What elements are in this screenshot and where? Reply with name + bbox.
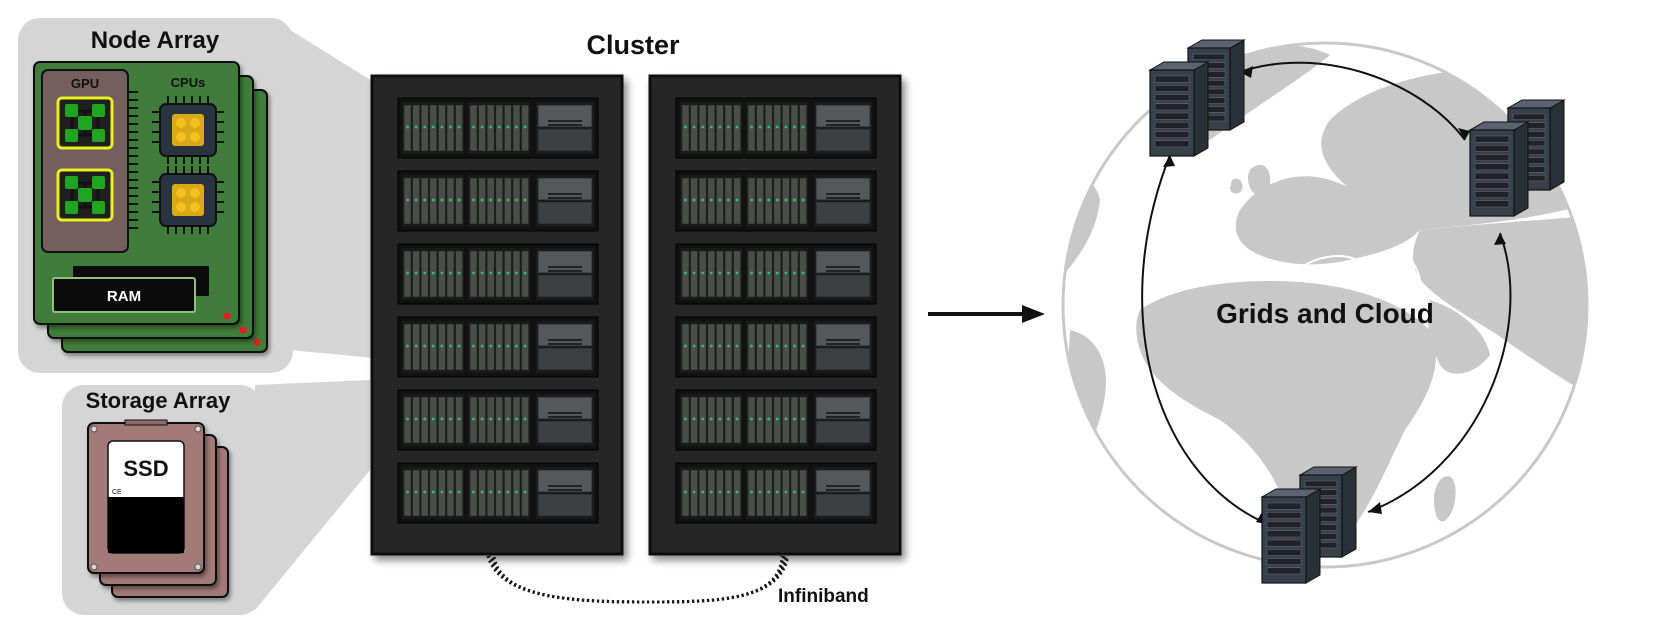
server-rack [648,74,902,556]
server-row [397,389,599,451]
server-row [397,170,599,232]
infiniband-cable [486,555,790,604]
server-tower-icon [1468,99,1566,217]
arrow-right-icon [928,305,1045,323]
cpu-chip-icon [152,166,224,234]
ram-stick-icon: RAM [52,264,211,313]
server-row [397,97,599,159]
node-callout-wedge [290,30,395,360]
gpu-card: GPU [41,69,138,253]
server-row [675,170,877,232]
node-array-title: Node Array [91,27,220,54]
gpu-chip-icon [56,168,114,222]
node-array-panel: Node Array GPU [18,18,293,373]
server-row [675,316,877,378]
server-row [397,243,599,305]
storage-array-panel: Storage Array SSD CE [62,385,262,615]
grid-connections [1141,61,1512,526]
server-tower-icon [1260,466,1358,584]
cluster-title: Cluster [586,30,680,60]
grids-and-cloud-label: Grids and Cloud [1216,298,1434,329]
server-row [397,462,599,524]
cpus-label: CPUs [171,75,206,90]
server-row [675,97,877,159]
server-row [675,389,877,451]
cpu-chip-icon [152,96,224,164]
server-towers [1148,39,1566,584]
server-row [675,462,877,524]
infiniband-label: Infiniband [778,586,869,607]
server-row [675,243,877,305]
ce-mark: CE [112,489,122,496]
gpu-label: GPU [71,76,99,91]
gpu-chip-icon [56,96,114,150]
cluster-racks [370,74,902,556]
server-rack [370,74,624,556]
server-row [397,316,599,378]
server-tower-icon [1148,39,1246,157]
storage-array-title: Storage Array [86,388,231,413]
ram-label: RAM [107,288,141,305]
ssd-label: SSD [123,456,168,481]
storage-callout-wedge [255,380,370,610]
ssd-icon: SSD CE [87,419,229,598]
